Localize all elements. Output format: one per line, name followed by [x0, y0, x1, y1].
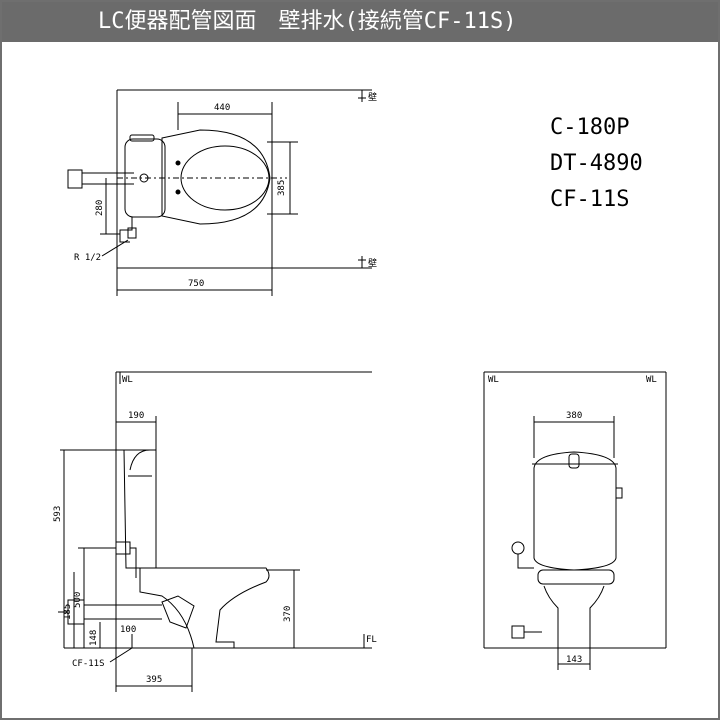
plan-dim-440: 440 — [214, 103, 230, 113]
model-toilet: C-180P — [550, 115, 630, 140]
side-wall-label: WL — [122, 375, 133, 385]
plan-supply-label: R 1/2 — [74, 253, 101, 263]
side-dim-185: 185 — [63, 604, 73, 620]
front-wall-label-left: WL — [488, 375, 499, 385]
side-dim-593: 593 — [53, 506, 63, 522]
side-pipe-leader — [109, 647, 133, 663]
side-dim-148: 148 — [89, 630, 99, 646]
front-lever — [615, 487, 623, 499]
plan-wall-marker-top — [358, 90, 366, 102]
piping-diagram: 440 385 280 750 R 1/2 壁 壁 WL FL 190 593 … — [53, 89, 667, 692]
plan-stop-valve — [127, 227, 137, 239]
model-tank: DT-4890 — [550, 151, 643, 176]
plan-tank-lid — [129, 134, 155, 142]
plan-dim-280: 280 — [95, 200, 105, 216]
plan-drain-flange — [67, 169, 83, 189]
front-pedestal — [543, 585, 605, 648]
front-drain-fitting — [511, 625, 525, 639]
front-stop-valve — [511, 541, 525, 555]
plan-wall-mark-top: 壁 — [368, 91, 377, 103]
front-dim-380: 380 — [566, 411, 582, 421]
plan-bolt-bottom — [175, 189, 181, 195]
model-list: C-180P DT-4890 CF-11S — [550, 110, 643, 218]
side-faucet-spout — [129, 449, 154, 471]
plan-wall-marker-bottom — [358, 256, 366, 268]
plan-dim-750: 750 — [188, 279, 204, 289]
side-pipe-label: CF-11S — [72, 659, 105, 669]
front-wall-label-right: WL — [646, 375, 657, 385]
plan-bolt-top — [175, 160, 181, 166]
side-tank — [123, 449, 157, 569]
page-title: LC便器配管図面 壁排水(接続管CF-11S) — [2, 2, 718, 42]
side-dim-395: 395 — [146, 675, 162, 685]
front-seat — [537, 569, 615, 585]
side-bowl — [139, 567, 270, 649]
side-dim-500: 500 — [73, 592, 83, 608]
front-supply-pipe — [517, 554, 534, 569]
side-stop-valve — [115, 541, 131, 555]
plan-seat — [161, 129, 271, 225]
side-dim-100: 100 — [120, 625, 136, 635]
side-supply-pipe — [130, 547, 137, 578]
side-pipe-elbow — [161, 595, 195, 629]
front-view — [483, 371, 667, 670]
side-dim-190: 190 — [128, 411, 144, 421]
plan-drain-joint — [139, 173, 149, 183]
plan-supply-pipe — [119, 217, 133, 243]
side-view — [58, 371, 372, 692]
side-dim-370: 370 — [283, 606, 293, 622]
plan-wall-mark-bottom: 壁 — [368, 257, 377, 269]
plan-r-leader — [101, 239, 129, 257]
model-pipe: CF-11S — [550, 187, 630, 212]
plan-view — [67, 89, 372, 296]
front-faucet — [568, 453, 580, 469]
front-tank — [533, 451, 617, 571]
plan-bowl — [180, 145, 270, 211]
front-dim-143: 143 — [566, 655, 582, 665]
plan-dim-385: 385 — [277, 180, 287, 196]
side-floor-label: FL — [366, 635, 377, 645]
